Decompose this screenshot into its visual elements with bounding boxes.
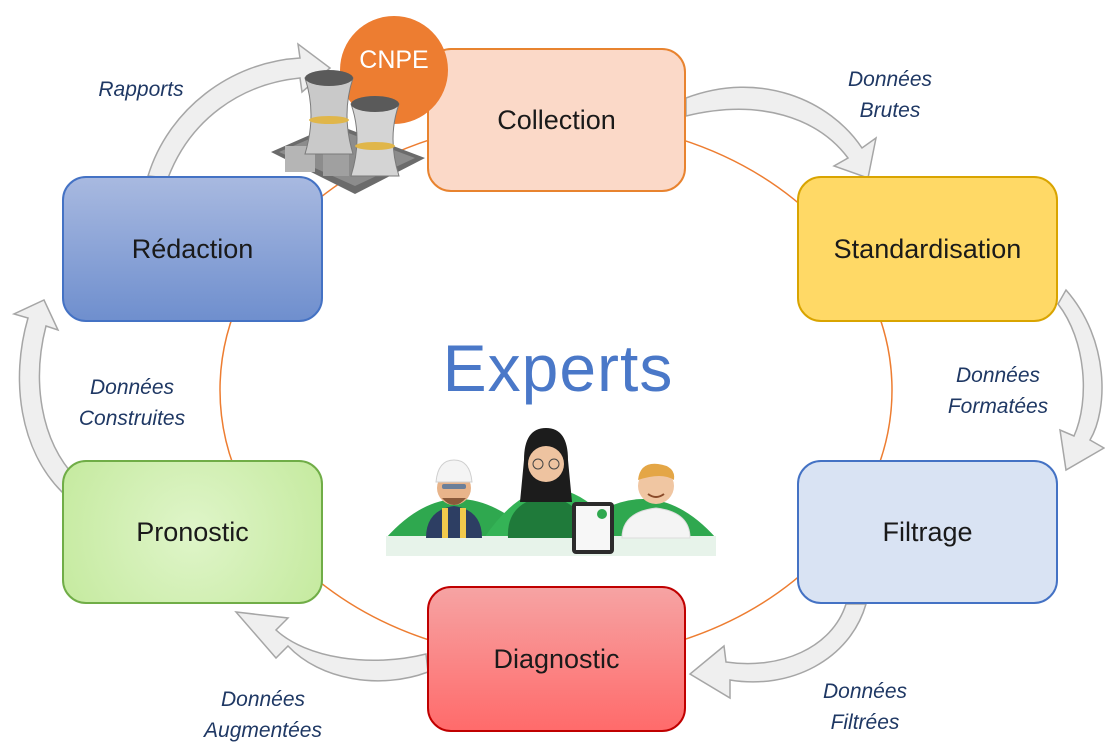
edge-label-donnees-filtrees: Données Filtrées (800, 676, 930, 738)
arrow-rapports (147, 42, 332, 179)
edge-label-donnees-augmentees: Données Augmentées (178, 684, 348, 746)
edge-label-line: Données (220, 688, 306, 711)
edge-label-line: Augmentées (204, 719, 322, 742)
cnpe-badge-label: CNPE (359, 45, 429, 74)
nuclear-plant-icon (271, 70, 425, 194)
edge-label-line: Filtrées (830, 711, 900, 734)
expert-worker-body (426, 506, 482, 538)
arrow-donnees-construites (11, 299, 78, 494)
arrow-donnees-filtrees (688, 603, 867, 700)
node-redaction-label: Rédaction (131, 233, 254, 264)
edge-label-line: Données (955, 364, 1041, 387)
node-standardisation: Standardisation (797, 176, 1058, 322)
node-filtrage-label: Filtrage (882, 516, 973, 547)
node-pronostic: Pronostic (62, 460, 323, 604)
edge-label-line: Brutes (859, 99, 921, 122)
node-standardisation-label: Standardisation (833, 233, 1022, 264)
node-redaction: Rédaction (62, 176, 323, 322)
node-diagnostic-label: Diagnostic (493, 643, 620, 674)
edge-label-line: Rapports (98, 78, 184, 101)
edge-label-donnees-construites: Données Construites (62, 372, 202, 434)
arrow-donnees-formatees (1057, 288, 1105, 472)
arrow-donnees-augmentees (234, 611, 429, 682)
edge-label-line: Données (847, 68, 933, 91)
edge-label-rapports: Rapports (86, 74, 196, 105)
edge-label-line: Données (822, 680, 908, 703)
node-collection: Collection (427, 48, 686, 192)
edge-label-donnees-formatees: Données Formatées (928, 360, 1068, 422)
edge-label-line: Construites (78, 407, 186, 430)
edge-label-line: Données (89, 376, 175, 399)
node-filtrage: Filtrage (797, 460, 1058, 604)
center-title: Experts (442, 331, 674, 405)
edge-label-donnees-brutes: Données Brutes (825, 64, 955, 126)
edge-label-line: Formatées (947, 395, 1049, 418)
node-pronostic-label: Pronostic (136, 516, 249, 547)
expert-woman-body (507, 496, 585, 538)
node-collection-label: Collection (497, 104, 616, 135)
expert-man-body (621, 507, 691, 539)
node-diagnostic: Diagnostic (427, 586, 686, 732)
experts-group-illustration (386, 428, 716, 556)
expert-woman-head (528, 446, 564, 482)
